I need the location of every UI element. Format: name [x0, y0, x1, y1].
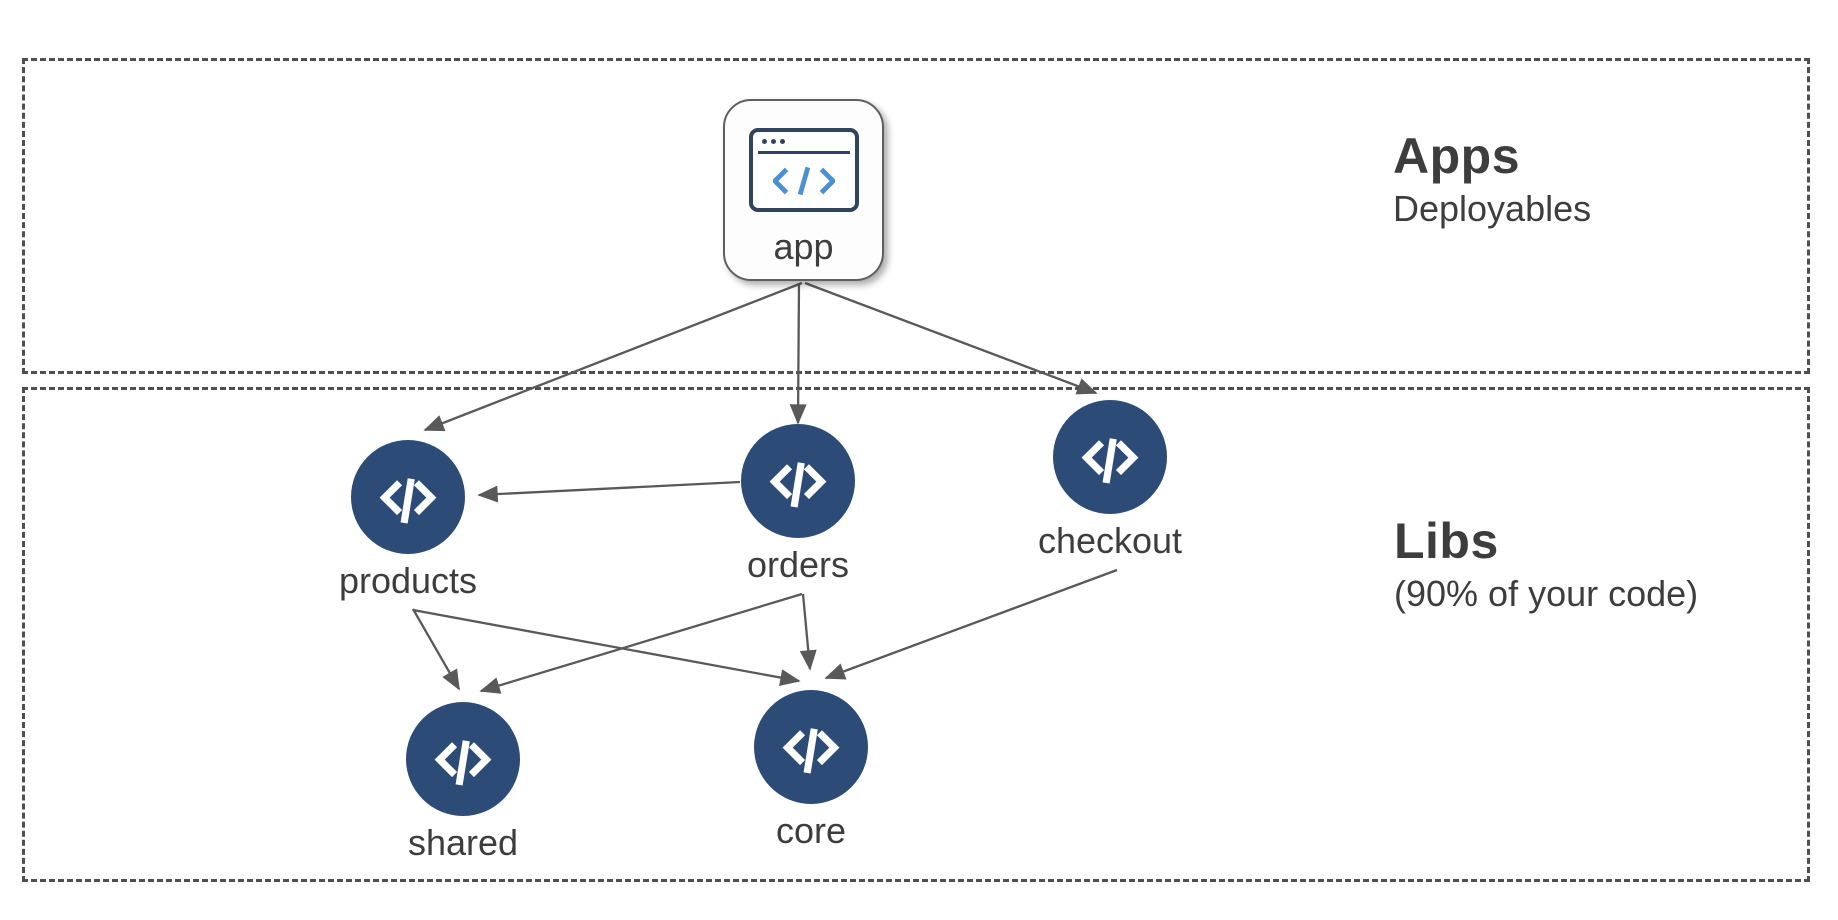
lib-node-label: checkout: [1037, 520, 1183, 561]
lib-node-orders: orders: [741, 424, 855, 585]
app-node-label: app: [773, 226, 834, 267]
lib-node-circle: [406, 702, 520, 816]
code-icon: [782, 728, 840, 774]
lib-node-circle: [351, 440, 465, 554]
browser-titlebar: [753, 132, 855, 151]
code-glyph-icon: [772, 166, 835, 195]
libs-section-box: [22, 387, 1810, 882]
lib-node-products: products: [339, 440, 477, 601]
browser-dot: [770, 139, 776, 144]
browser-dot: [761, 139, 767, 144]
browser-dot: [779, 139, 785, 144]
browser-body: [753, 154, 855, 209]
lib-node-circle: [741, 424, 855, 538]
lib-node-label: products: [338, 560, 478, 601]
code-icon: [1081, 438, 1139, 484]
lib-node-circle: [1053, 400, 1167, 514]
app-node: app: [723, 99, 884, 281]
libs-section-title: Libs: [1394, 513, 1499, 569]
code-icon: [769, 462, 827, 508]
lib-node-shared: shared: [406, 702, 520, 863]
apps-heading-block: Apps Deployables: [1393, 128, 1591, 231]
browser-titlebar-rule: [757, 151, 850, 154]
lib-node-circle: [754, 690, 868, 804]
lib-node-label: core: [775, 810, 847, 851]
libs-heading-block: Libs (90% of your code): [1394, 513, 1698, 616]
lib-node-core: core: [754, 690, 868, 851]
apps-section-title: Apps: [1393, 128, 1520, 184]
lib-node-label: orders: [746, 544, 850, 585]
lib-node-label: shared: [407, 822, 519, 863]
libs-section-subtitle: (90% of your code): [1394, 572, 1699, 614]
apps-section-subtitle: Deployables: [1393, 187, 1592, 229]
browser-code-icon: [748, 128, 859, 212]
code-icon: [434, 740, 492, 786]
lib-node-checkout: checkout: [1038, 400, 1182, 561]
code-icon: [379, 478, 437, 524]
